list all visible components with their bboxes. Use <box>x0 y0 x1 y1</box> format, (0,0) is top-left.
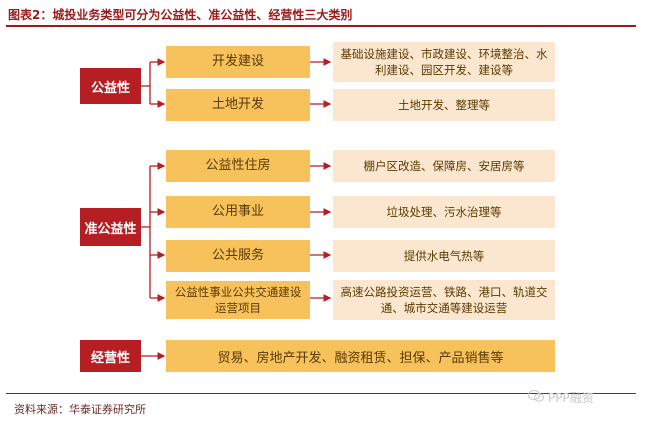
category-quasi-public: 准公益性 <box>80 208 141 246</box>
figure-title: 图表2：城投业务类型可分为公益性、准公益性、经营性三大类别 <box>8 8 353 22</box>
desc-operating: 贸易、房地产开发、融资租赁、担保、产品销售等 <box>166 340 555 372</box>
desc-dev-construction: 基础设施建设、市政建设、环境整治、水利建设、园区开发、建设等 <box>333 42 555 82</box>
wechat-icon <box>528 390 544 402</box>
item-public-utility: 公用事业 <box>166 196 310 228</box>
item-public-service: 公共服务 <box>166 240 310 272</box>
source-note: 资料来源：华泰证券研究所 <box>14 403 146 416</box>
category-public: 公益性 <box>80 68 141 104</box>
bottom-divider <box>6 393 636 394</box>
item-dev-construction: 开发建设 <box>166 46 310 78</box>
category-operating: 经营性 <box>80 340 141 372</box>
item-public-transport: 公益性事业公共交通建设运营项目 <box>166 281 310 319</box>
desc-public-utility: 垃圾处理、污水治理等 <box>333 196 555 228</box>
item-public-housing: 公益性住房 <box>166 150 310 182</box>
desc-land-dev: 土地开发、整理等 <box>333 89 555 121</box>
item-land-dev: 土地开发 <box>166 89 310 121</box>
top-divider <box>6 25 636 27</box>
desc-public-transport: 高速公路投资运营、铁路、港口、轨道交通、城市交通等建设运营 <box>333 280 555 320</box>
desc-public-housing: 棚户区改造、保障房、安居房等 <box>333 150 555 182</box>
desc-public-service: 提供水电气热等 <box>333 240 555 272</box>
watermark-text: PPP融资 <box>548 391 594 405</box>
